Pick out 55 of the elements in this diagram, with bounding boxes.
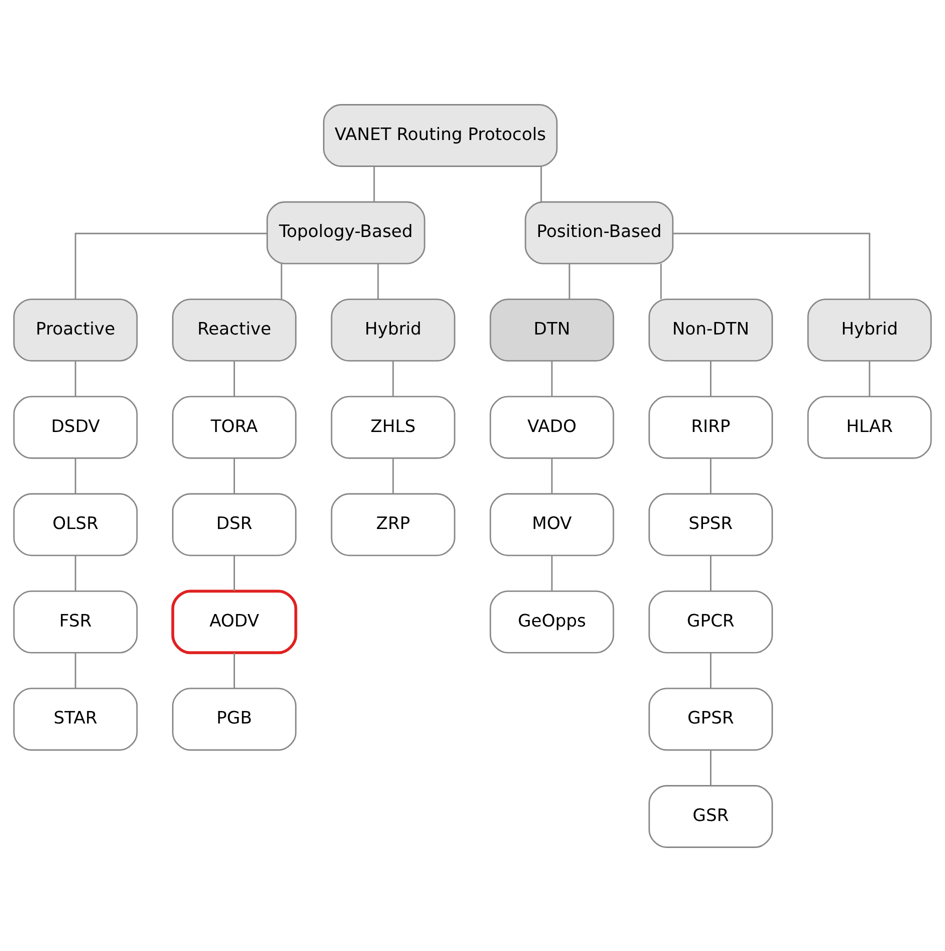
node-box: Non-DTN xyxy=(648,298,773,362)
connector xyxy=(710,360,712,396)
node-box: TORA xyxy=(172,395,297,458)
node-box: Reactive xyxy=(172,298,297,362)
node-box: GeOpps xyxy=(490,590,614,653)
node-box: AODV xyxy=(171,589,298,654)
node-box: PGB xyxy=(172,687,297,750)
connector xyxy=(710,750,712,786)
node-box: GPSR xyxy=(648,687,773,750)
node-box: Topology-Based xyxy=(266,200,426,264)
connector xyxy=(392,458,394,494)
node-box: DSR xyxy=(172,492,297,556)
node-box: HLAR xyxy=(807,395,932,458)
connector xyxy=(540,166,542,202)
node-box: SPSR xyxy=(648,492,773,556)
connector xyxy=(74,554,76,591)
connector xyxy=(74,652,76,688)
node-box: GPCR xyxy=(648,590,773,653)
connector xyxy=(373,166,375,202)
connector xyxy=(74,360,76,396)
connector xyxy=(710,458,712,494)
connector xyxy=(392,360,394,396)
connector xyxy=(280,263,282,299)
node-box: RIRP xyxy=(648,395,773,458)
connector xyxy=(377,263,379,299)
node-box: OLSR xyxy=(13,492,138,556)
node-box: MOV xyxy=(490,492,614,556)
node-box: FSR xyxy=(13,590,138,653)
node-box: Proactive xyxy=(13,298,138,362)
node-box: ZRP xyxy=(330,492,456,556)
connector xyxy=(710,554,712,591)
node-box: VANET Routing Protocols xyxy=(323,104,558,166)
connector xyxy=(74,232,267,298)
connector xyxy=(660,263,662,299)
connector xyxy=(234,360,235,396)
connector xyxy=(710,652,712,688)
connector xyxy=(673,232,870,298)
connector xyxy=(551,360,553,396)
connector xyxy=(234,652,235,688)
connector xyxy=(234,458,235,494)
connector xyxy=(234,554,235,591)
node-box: VADO xyxy=(490,395,614,458)
node-box: Position-Based xyxy=(524,200,674,264)
connector xyxy=(551,554,553,591)
node-box: GSR xyxy=(648,784,773,848)
node-box: DSDV xyxy=(13,395,138,458)
node-box: Hybrid xyxy=(330,298,456,362)
node-box: Hybrid xyxy=(807,298,932,362)
connector xyxy=(868,360,870,396)
node-box: STAR xyxy=(13,687,138,750)
connector xyxy=(74,458,76,494)
connector xyxy=(551,458,553,494)
node-box: DTN xyxy=(490,298,614,362)
node-box: ZHLS xyxy=(330,395,456,458)
connector xyxy=(568,263,570,299)
